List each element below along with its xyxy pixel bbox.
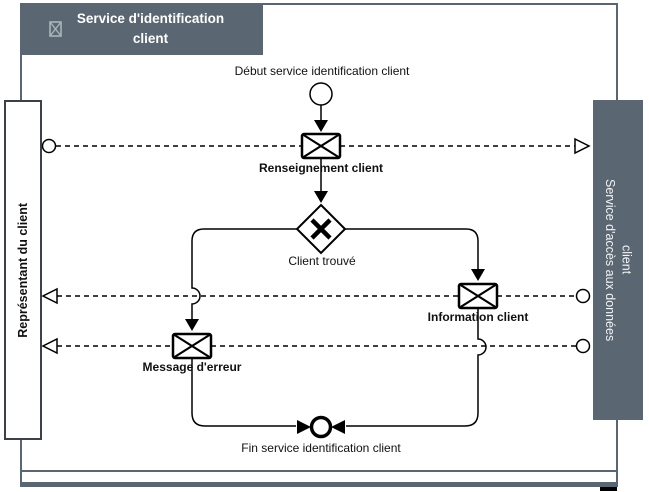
exclusive-gateway-client-trouve[interactable] xyxy=(295,203,347,255)
message-flow-source-circle[interactable] xyxy=(41,138,57,154)
sequence-flow-information-end[interactable] xyxy=(346,308,487,427)
open-arrowhead-left-icon xyxy=(41,337,58,355)
arrowhead-down-icon xyxy=(185,319,199,331)
renseignement-label[interactable]: Renseignement client xyxy=(258,161,384,175)
participant-service-acces-donnees[interactable]: Service d'accès aux données client xyxy=(593,100,643,420)
message-event-renseignement[interactable] xyxy=(300,132,342,160)
pool-header[interactable]: Service d'identification client xyxy=(20,3,263,55)
message-flow-source-circle[interactable] xyxy=(575,288,591,304)
arrowhead-right-icon xyxy=(297,420,311,434)
open-arrowhead-left-icon xyxy=(41,287,58,305)
start-event-circle[interactable] xyxy=(309,82,333,106)
arrowhead-down-icon xyxy=(314,191,328,203)
end-event-circle[interactable] xyxy=(309,415,333,439)
open-arrowhead-right-icon xyxy=(574,137,591,155)
sequence-flow-erreur-end[interactable] xyxy=(191,358,296,427)
arrowhead-left-icon xyxy=(331,420,345,434)
participant-service-acces-label: Service d'accès aux données client xyxy=(603,178,634,342)
end-event-label[interactable]: Fin service identification client xyxy=(241,441,401,455)
start-event-label[interactable]: Début service identification client xyxy=(234,64,410,78)
resize-handle[interactable] xyxy=(600,487,617,491)
sequence-flow-gateway-erreur[interactable] xyxy=(191,228,297,320)
arrowhead-down-icon xyxy=(314,120,328,132)
participant-representant-du-client[interactable]: Représentant du client xyxy=(4,100,42,440)
message-event-information[interactable] xyxy=(457,282,499,310)
pool-title: Service d'identification client xyxy=(76,11,225,46)
information-label[interactable]: Information client xyxy=(427,310,529,324)
arrowhead-down-icon xyxy=(471,269,485,281)
message-flow-source-circle[interactable] xyxy=(575,338,591,354)
sequence-flow-gateway-information[interactable] xyxy=(345,228,479,269)
gateway-label[interactable]: Client trouvé xyxy=(288,254,356,268)
erreur-label[interactable]: Message d'erreur xyxy=(142,360,242,374)
message-event-erreur[interactable] xyxy=(171,332,213,360)
collapsed-pool-icon xyxy=(48,21,62,37)
pool-bottom-separator xyxy=(22,470,616,472)
